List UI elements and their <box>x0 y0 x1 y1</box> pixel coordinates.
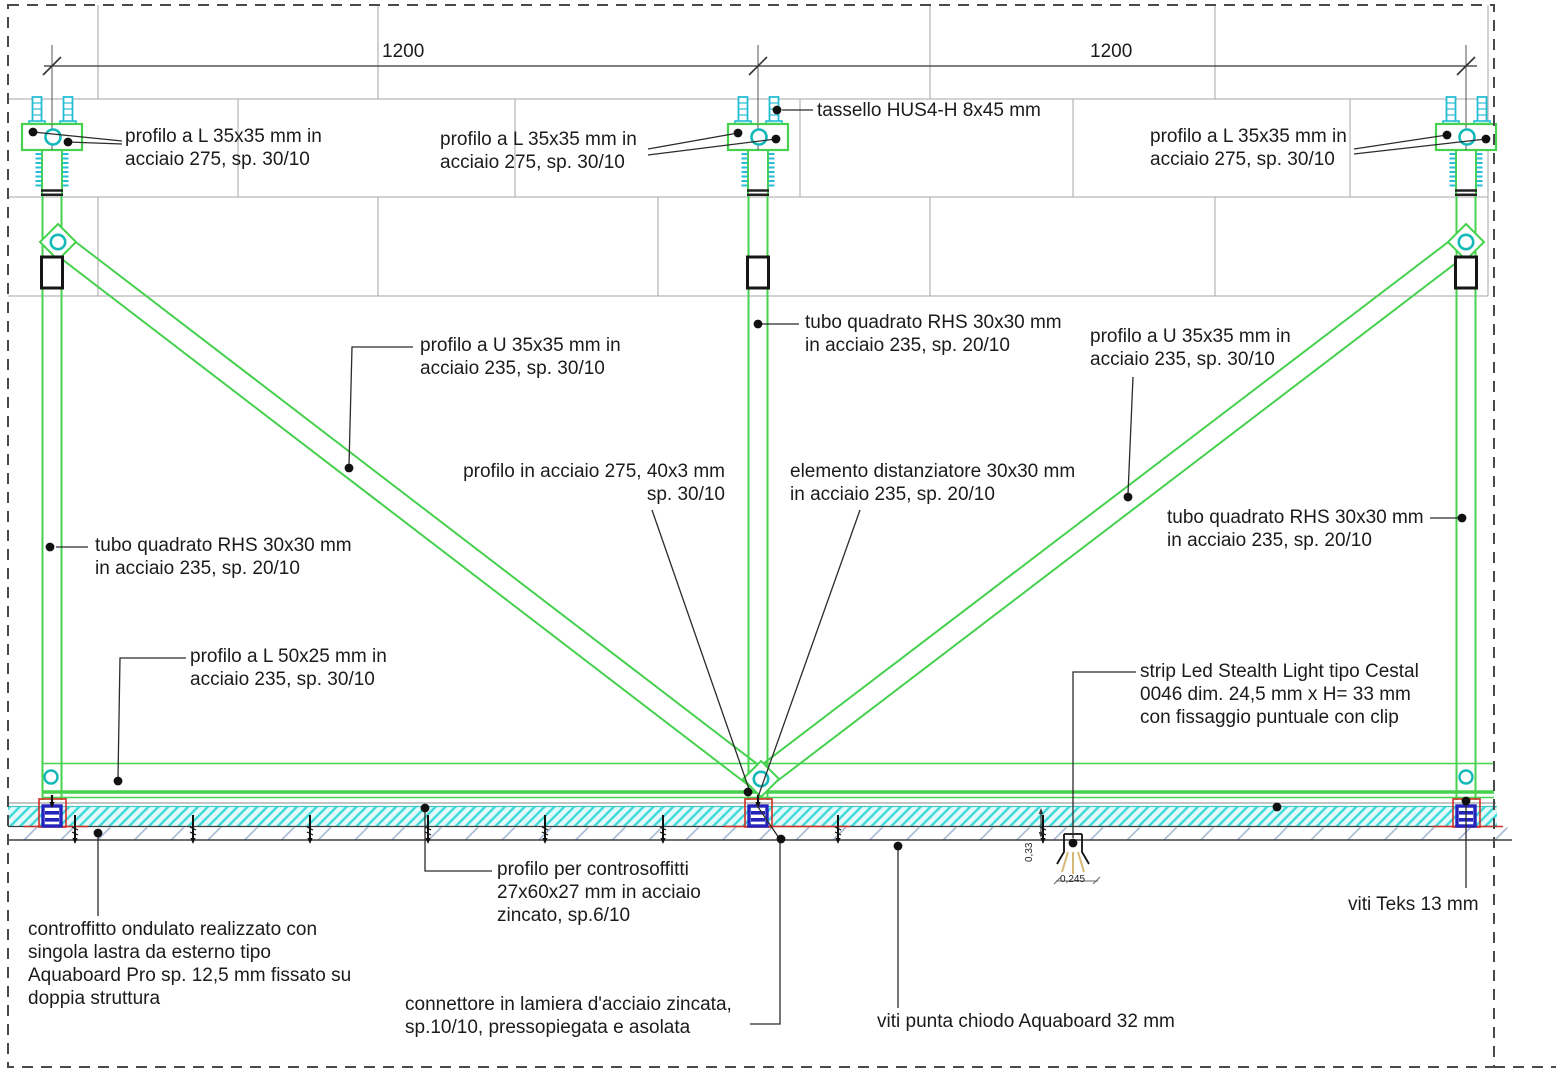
drawing-border <box>7 4 1556 1068</box>
label-connettore: connettore in lamiera d'acciaio zincata,… <box>405 994 732 1038</box>
label-profilo-u35-left: profilo a U 35x35 mm in acciaio 235, sp.… <box>420 335 621 379</box>
sheet-connectors <box>24 795 1503 829</box>
leader-dots <box>28 105 1491 851</box>
dimension-span-right: 1200 <box>1090 41 1133 62</box>
label-controffitto: controffitto ondulato realizzato con sin… <box>28 919 352 1009</box>
label-tubo-quadrato-left: tubo quadrato RHS 30x30 mm in acciaio 23… <box>95 535 352 579</box>
label-elemento-distanziatore: elemento distanziatore 30x30 mm in accia… <box>790 461 1076 505</box>
label-dim-033: 0,33 <box>1024 842 1035 862</box>
leader-lines <box>32 109 1487 1025</box>
label-profilo-l35-right: profilo a L 35x35 mm in acciaio 275, sp.… <box>1150 126 1347 170</box>
label-tassello: tassello HUS4-H 8x45 mm <box>817 100 1041 121</box>
label-viti-teks: viti Teks 13 mm <box>1348 894 1479 915</box>
label-strip-led: strip Led Stealth Light tipo Cestal 0046… <box>1140 661 1419 728</box>
label-profilo-l35-left: profilo a L 35x35 mm in acciaio 275, sp.… <box>125 126 322 170</box>
dimension-span-left: 1200 <box>382 41 425 62</box>
label-viti-punta: viti punta chiodo Aquaboard 32 mm <box>877 1011 1175 1032</box>
diagonal-braces <box>49 232 1474 789</box>
brace-node-right <box>1446 222 1486 262</box>
hanger-center <box>728 97 788 800</box>
label-profilo-acciaio-275: profilo in acciaio 275, 40x3 mm sp. 30/1… <box>463 461 725 505</box>
brace-node-left <box>38 222 78 262</box>
hanger-left <box>22 97 82 800</box>
label-tubo-quadrato-right: tubo quadrato RHS 30x30 mm in acciaio 23… <box>1167 507 1424 551</box>
label-profilo-l35-center: profilo a L 35x35 mm in acciaio 275, sp.… <box>440 129 637 173</box>
runner-holes <box>43 769 1474 785</box>
label-tubo-quadrato-center: tubo quadrato RHS 30x30 mm in acciaio 23… <box>805 312 1062 356</box>
label-dim-0245: 0,245 <box>1060 874 1086 885</box>
label-profilo-u35-right: profilo a U 35x35 mm in acciaio 235, sp.… <box>1090 326 1291 370</box>
label-profilo-l50: profilo a L 50x25 mm in acciaio 235, sp.… <box>190 646 387 690</box>
label-profilo-controsoffitti: profilo per controsoffitti 27x60x27 mm i… <box>497 859 701 926</box>
hollow-section-cuts <box>40 255 1478 290</box>
hanger-right <box>1436 97 1496 800</box>
